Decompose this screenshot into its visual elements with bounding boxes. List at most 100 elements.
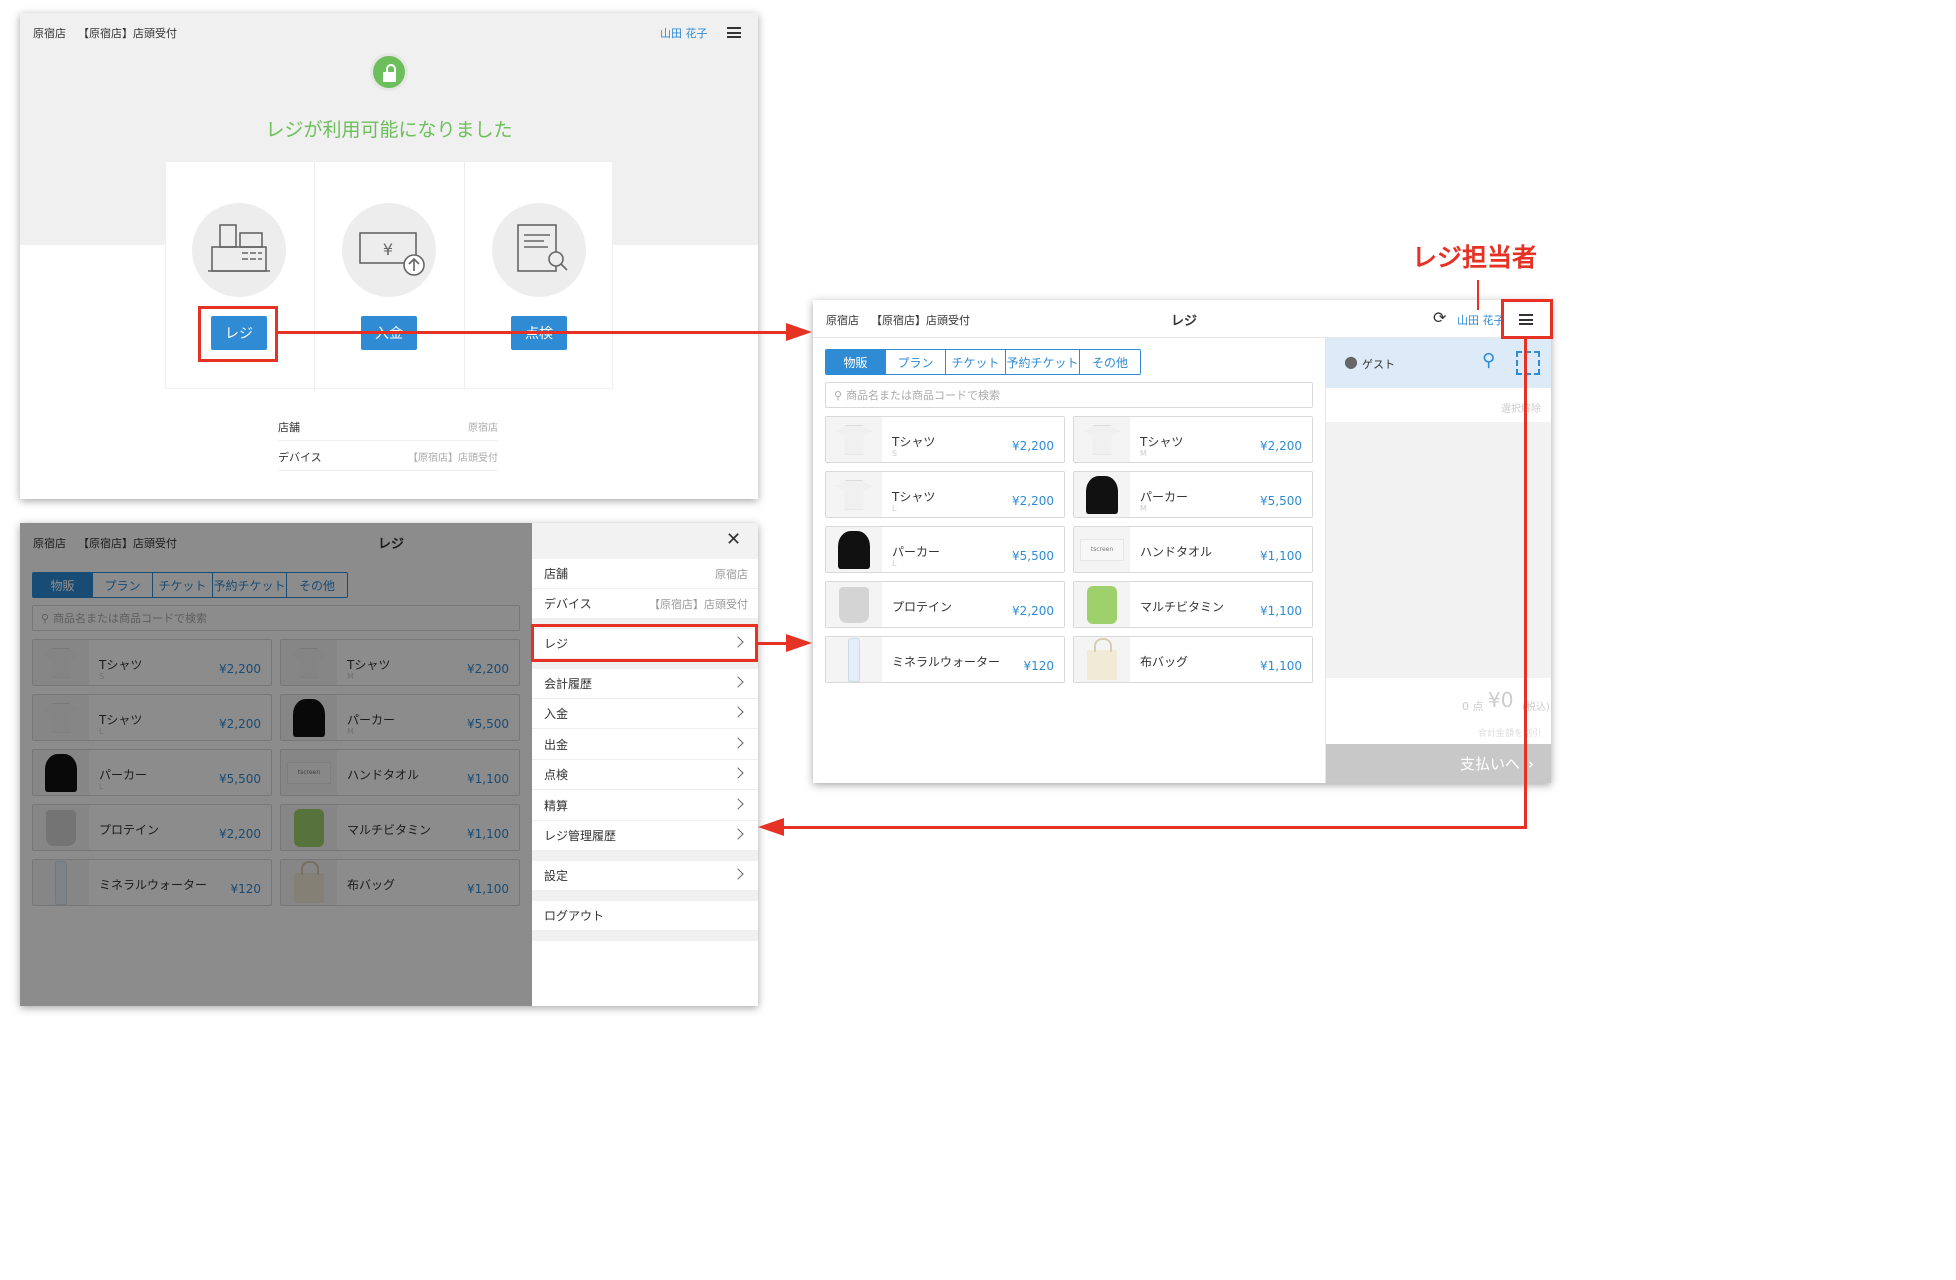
register-button[interactable]: レジ [211,316,267,350]
status-message: レジが利用可能になりました [265,119,513,141]
hoodie-image [293,698,325,737]
menu-item-label: ログアウト [544,909,605,923]
menu-item-inspection[interactable]: 点検 [532,760,758,790]
tab-reservation-ticket[interactable]: 予約チケット [213,573,287,597]
menu-item-settings[interactable]: 設定 [532,861,758,891]
discount-link[interactable]: 合計金額を割引 [1477,729,1541,739]
product-card[interactable]: ミネラルウォーター ¥120 [825,636,1065,683]
product-thumbnail [33,640,89,685]
tab-ticket[interactable]: チケット [946,350,1006,374]
user-name[interactable]: 山田 花子 [660,27,708,40]
product-thumbnail [1074,417,1130,462]
store-name: 原宿店 [33,27,66,40]
menu-item-label: レジ [544,637,569,651]
qr-scan-icon[interactable] [1516,351,1540,375]
menu-item-label: 出金 [544,738,569,752]
product-name: Tシャツ [892,490,936,504]
product-price: ¥120 [230,882,261,896]
tote-bag-image [1087,637,1117,680]
tax-note: (税込) [1522,702,1550,713]
tab-goods[interactable]: 物販 [33,573,93,597]
store-name: 原宿店 [33,537,66,550]
guest-label: ゲスト [1362,358,1395,371]
menu-item-register[interactable]: レジ [532,629,758,659]
product-price: ¥1,100 [467,882,509,896]
product-size: M [1140,504,1147,513]
menu-item-deposit[interactable]: 入金 [532,699,758,729]
product-name: ミネラルウォーター [892,655,1001,669]
product-name: Tシャツ [347,658,391,672]
highlight-menu-register [531,624,758,662]
product-card[interactable]: 布バッグ¥1,100 [280,859,520,906]
menu-item-withdrawal[interactable]: 出金 [532,730,758,760]
arrow-line-1 [278,331,788,334]
highlight-register-button [198,306,278,362]
chevron-right-icon: › [1528,754,1534,773]
product-name: ハンドタオル [347,768,420,782]
chevron-right-icon [732,706,744,718]
product-card[interactable]: マルチビタミン¥1,100 [280,804,520,851]
search-placeholder: 商品名または商品コードで検索 [846,389,1001,402]
tab-other[interactable]: その他 [287,573,347,597]
search-input[interactable]: ⚲商品名または商品コードで検索 [825,382,1313,408]
menu-icon[interactable] [1519,314,1533,325]
customer-search-icon[interactable]: ⚲ [1482,350,1496,371]
menu-item-logout[interactable]: ログアウト [532,901,758,931]
product-name: プロテイン [99,823,160,837]
product-thumbnail [826,527,882,572]
register-ready-screen: 原宿店 【原宿店】店頭受付 山田 花子 レジが利用可能になりました ¥ レジ 入… [20,13,758,499]
header: 原宿店 【原宿店】店頭受付 レジ [20,523,532,569]
tab-goods[interactable]: 物販 [826,350,886,374]
svg-text:¥: ¥ [383,240,393,259]
chevron-right-icon [732,767,744,779]
search-input[interactable]: ⚲商品名または商品コードで検索 [32,605,520,631]
close-icon[interactable]: ✕ [726,529,742,550]
menu-icon[interactable] [727,27,741,38]
product-thumbnail [33,805,89,850]
product-name: パーカー [1140,490,1189,504]
product-card[interactable]: プロテイン¥2,200 [32,804,272,851]
menu-item-sales-history[interactable]: 会計履歴 [532,669,758,699]
search-placeholder: 商品名または商品コードで検索 [53,612,208,625]
product-card[interactable]: 布バッグ¥1,100 [1073,636,1313,683]
tab-reservation-ticket[interactable]: 予約チケット [1006,350,1080,374]
tab-plan[interactable]: プラン [93,573,153,597]
product-card[interactable]: マルチビタミン¥1,100 [1073,581,1313,628]
product-card[interactable]: プロテイン¥2,200 [825,581,1065,628]
info-device-row: デバイス 【原宿店】店頭受付 [278,445,498,471]
product-name: Tシャツ [99,658,143,672]
product-name: ハンドタオル [1140,545,1213,559]
product-price: ¥5,500 [467,717,509,731]
clear-selection-link[interactable]: 選択解除 [1501,404,1541,415]
tab-ticket[interactable]: チケット [153,573,213,597]
pay-button[interactable]: 支払いへ› [1326,744,1551,783]
user-name[interactable]: 山田 花子 [1457,314,1505,327]
product-price: ¥120 [1023,659,1054,673]
product-card[interactable]: ミネラルウォーター¥120 [32,859,272,906]
product-thumbnail [826,637,882,682]
product-thumbnail: tscreen [281,750,337,795]
product-name: プロテイン [892,600,953,614]
menu-item-settlement[interactable]: 精算 [532,791,758,821]
menu-item-register-history[interactable]: レジ管理履歴 [532,821,758,851]
tab-plan[interactable]: プラン [886,350,946,374]
tab-other[interactable]: その他 [1080,350,1140,374]
refresh-icon[interactable]: ⟳ [1433,308,1447,327]
product-thumbnail [281,805,337,850]
product-thumbnail [33,750,89,795]
water-bottle-image [848,637,860,682]
arrow-line-3-down [1524,339,1527,829]
towel-image: tscreen [1080,538,1124,561]
